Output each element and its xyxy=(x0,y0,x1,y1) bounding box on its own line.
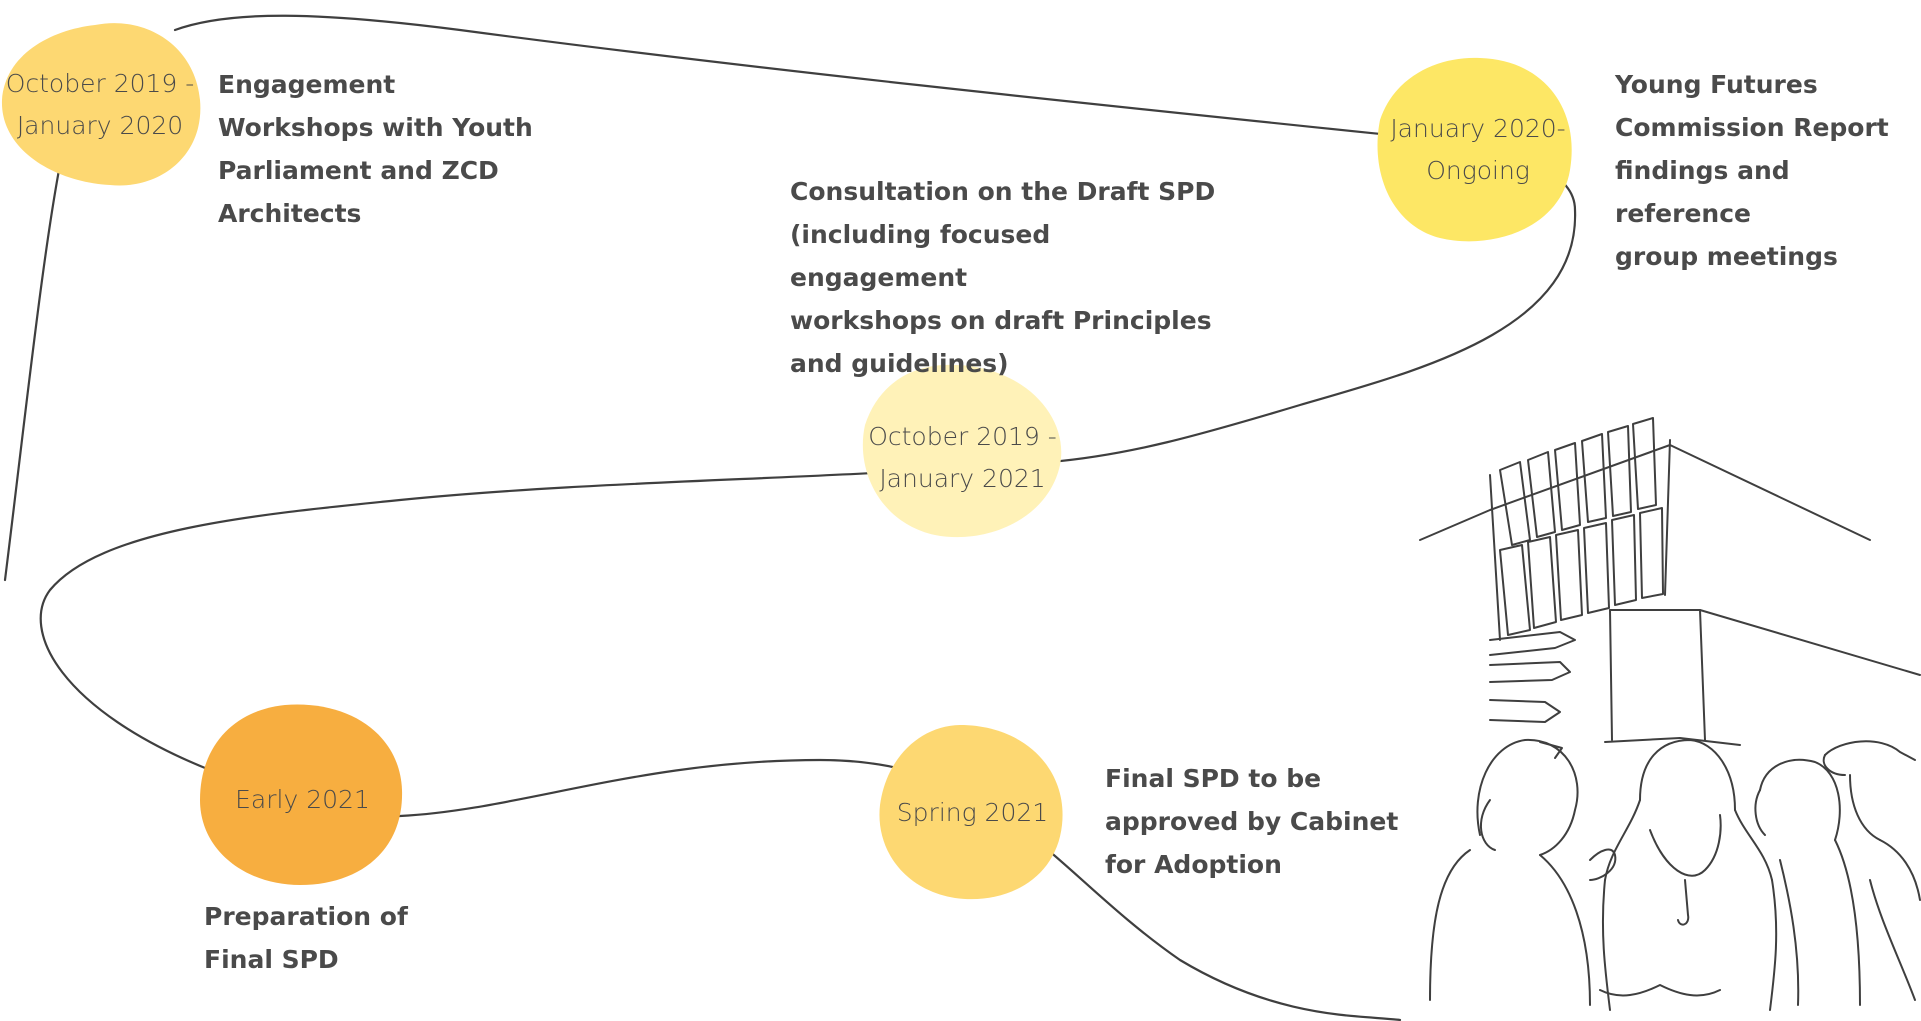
milestone-1-date-text: October 2019 - January 2020 xyxy=(5,69,195,140)
milestone-1-date: October 2019 - January 2020 xyxy=(0,55,200,155)
blob-m4 xyxy=(200,704,403,885)
blob-m2 xyxy=(1377,57,1572,242)
hackney-empire-illustration xyxy=(1419,417,1921,1011)
milestone-2-description: Young Futures Commission Report findings… xyxy=(1615,70,1889,271)
milestone-2-date-text: January 2020- Ongoing xyxy=(1390,114,1566,185)
milestone-2-date: January 2020- Ongoing xyxy=(1378,100,1578,200)
timeline-connector-left xyxy=(3,138,67,582)
milestone-3-date-text: October 2019 - January 2021 xyxy=(868,422,1057,493)
milestone-5-description: Final SPD to be approved by Cabinet for … xyxy=(1105,764,1399,879)
milestone-3-description: Consultation on the Draft SPD (including… xyxy=(790,177,1216,378)
milestone-4-date-text: Early 2021 xyxy=(235,785,370,814)
milestone-4-date: Early 2021 xyxy=(200,755,405,845)
blob-m5 xyxy=(879,725,1063,900)
milestone-4-description: Preparation of Final SPD xyxy=(204,902,408,974)
blob-m1 xyxy=(1,23,201,186)
blob-m3 xyxy=(862,364,1062,538)
milestone-5-date: Spring 2021 xyxy=(880,768,1065,858)
milestone-5-date-text: Spring 2021 xyxy=(896,798,1049,827)
timeline-connector-path xyxy=(39,14,1577,1021)
milestone-1-description: Engagement Workshops with Youth Parliame… xyxy=(218,70,533,228)
milestone-3-date: October 2019 - January 2021 xyxy=(860,408,1065,508)
